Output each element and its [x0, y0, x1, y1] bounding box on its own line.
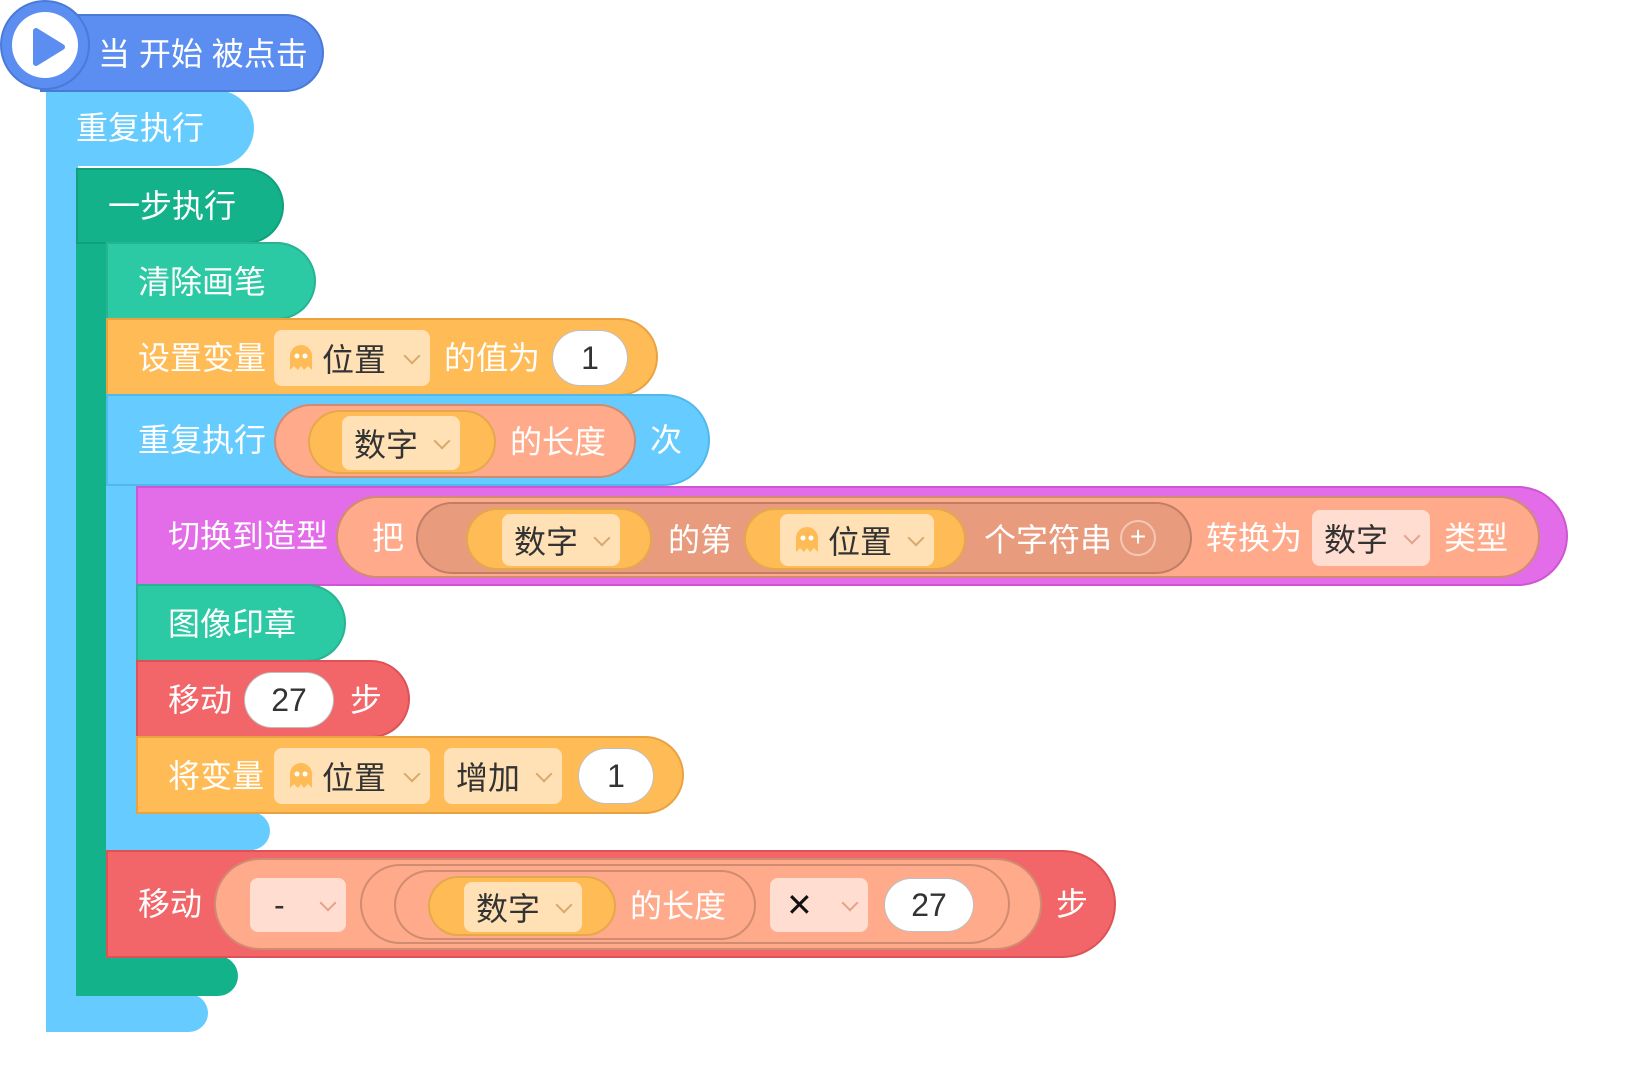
list2-name: 数字: [476, 891, 541, 927]
step-exec-block[interactable]: 一步执行: [76, 168, 284, 244]
sign-value: -: [274, 886, 285, 923]
move-steps-value[interactable]: 27: [244, 672, 334, 728]
plus-icon: +: [1129, 521, 1147, 552]
play-icon: [33, 28, 65, 66]
move-label: 移动: [168, 682, 233, 718]
change-op: 增加: [456, 760, 521, 796]
move2-suffix: 步: [1056, 886, 1089, 922]
stamp-block[interactable]: 图像印章: [136, 584, 346, 662]
list2-dropdown[interactable]: 数字: [464, 882, 582, 932]
list-dropdown[interactable]: 数字: [342, 416, 460, 470]
type-dropdown[interactable]: 数字: [1312, 510, 1430, 566]
multiply-value[interactable]: 27: [884, 878, 974, 932]
multiply-icon: ✕: [786, 887, 813, 923]
step-exec-foot: [76, 956, 238, 996]
forever-label: 重复执行: [76, 110, 205, 146]
set-variable-dropdown[interactable]: 位置: [274, 330, 430, 386]
length2-reporter[interactable]: 数字 的长度: [394, 870, 756, 940]
move-expression-block[interactable]: 移动 - 数字 的长度 ✕ 27 步: [106, 850, 1116, 958]
when-start-clicked-block[interactable]: 当 开始 被点击: [40, 14, 324, 92]
ghost-icon: [290, 763, 312, 788]
change-variable-block[interactable]: 将变量 位置 增加 1: [136, 736, 684, 814]
change-variable-var: 位置: [322, 760, 387, 796]
list2-reporter[interactable]: 数字: [428, 876, 616, 936]
convert-suffix: 类型: [1444, 520, 1509, 556]
move-steps-block[interactable]: 移动 27 步: [136, 660, 410, 738]
change-variable-dropdown[interactable]: 位置: [274, 748, 430, 804]
char-list-reporter[interactable]: 数字: [466, 508, 652, 570]
repeat-label: 重复执行: [138, 422, 267, 458]
add-param-button[interactable]: +: [1120, 520, 1156, 556]
length2-label: 的长度: [630, 888, 727, 924]
list-reporter[interactable]: 数字: [308, 410, 496, 474]
change-op-dropdown[interactable]: 增加: [444, 748, 562, 804]
sign-dropdown[interactable]: -: [250, 878, 346, 932]
set-variable-value[interactable]: 1: [552, 330, 628, 386]
move2-label: 移动: [138, 886, 203, 922]
switch-costume-block[interactable]: 切换到造型 把 数字 的第 位置 个字符串: [136, 486, 1568, 586]
switch-costume-label: 切换到造型: [168, 518, 329, 554]
convert-reporter[interactable]: 把 数字 的第 位置 个字符串: [336, 496, 1540, 578]
char-list-name: 数字: [514, 524, 579, 560]
set-variable-mid: 的值为: [444, 340, 541, 376]
step-exec-arm: [76, 168, 108, 996]
set-variable-var: 位置: [322, 342, 387, 378]
operator-dropdown[interactable]: ✕: [770, 878, 868, 932]
char-index-dropdown[interactable]: 位置: [780, 514, 934, 566]
repeat-foot: [106, 812, 270, 850]
convert-prefix: 把: [372, 520, 405, 556]
type-name: 数字: [1324, 522, 1389, 558]
multiply-reporter[interactable]: 数字 的长度 ✕ 27: [360, 864, 1010, 944]
negate-reporter[interactable]: - 数字 的长度 ✕ 27: [214, 858, 1042, 950]
move-suffix: 步: [350, 682, 383, 718]
set-variable-label: 设置变量: [138, 340, 267, 376]
change-variable-label: 将变量: [168, 758, 265, 794]
forever-block[interactable]: 重复执行: [46, 90, 254, 166]
forever-foot: [46, 994, 208, 1032]
clear-pen-label: 清除画笔: [138, 264, 267, 300]
forever-arm: [46, 90, 78, 1032]
length-label: 的长度: [510, 424, 607, 460]
repeat-block[interactable]: 重复执行 数字 的长度 次: [106, 394, 710, 486]
char-at-tail: 个字符串: [984, 522, 1113, 558]
change-variable-value[interactable]: 1: [578, 748, 654, 804]
play-button-circle[interactable]: [0, 0, 90, 90]
char-at-mid: 的第: [668, 522, 733, 558]
list-name: 数字: [354, 427, 419, 463]
ghost-icon: [796, 527, 818, 552]
step-exec-label: 一步执行: [108, 188, 237, 224]
set-variable-block[interactable]: 设置变量 位置 的值为 1: [106, 318, 658, 396]
convert-mid: 转换为: [1206, 520, 1303, 556]
repeat-suffix: 次: [650, 422, 683, 458]
hat-label: 当 开始 被点击: [98, 36, 308, 72]
char-list-dropdown[interactable]: 数字: [502, 514, 620, 566]
length-reporter[interactable]: 数字 的长度: [274, 404, 636, 478]
stamp-label: 图像印章: [168, 606, 297, 642]
clear-pen-block[interactable]: 清除画笔: [106, 242, 316, 320]
char-index-reporter[interactable]: 位置: [744, 508, 966, 570]
char-index-var: 位置: [828, 524, 893, 560]
ghost-icon: [290, 345, 312, 370]
char-at-reporter[interactable]: 数字 的第 位置 个字符串 +: [416, 502, 1192, 574]
